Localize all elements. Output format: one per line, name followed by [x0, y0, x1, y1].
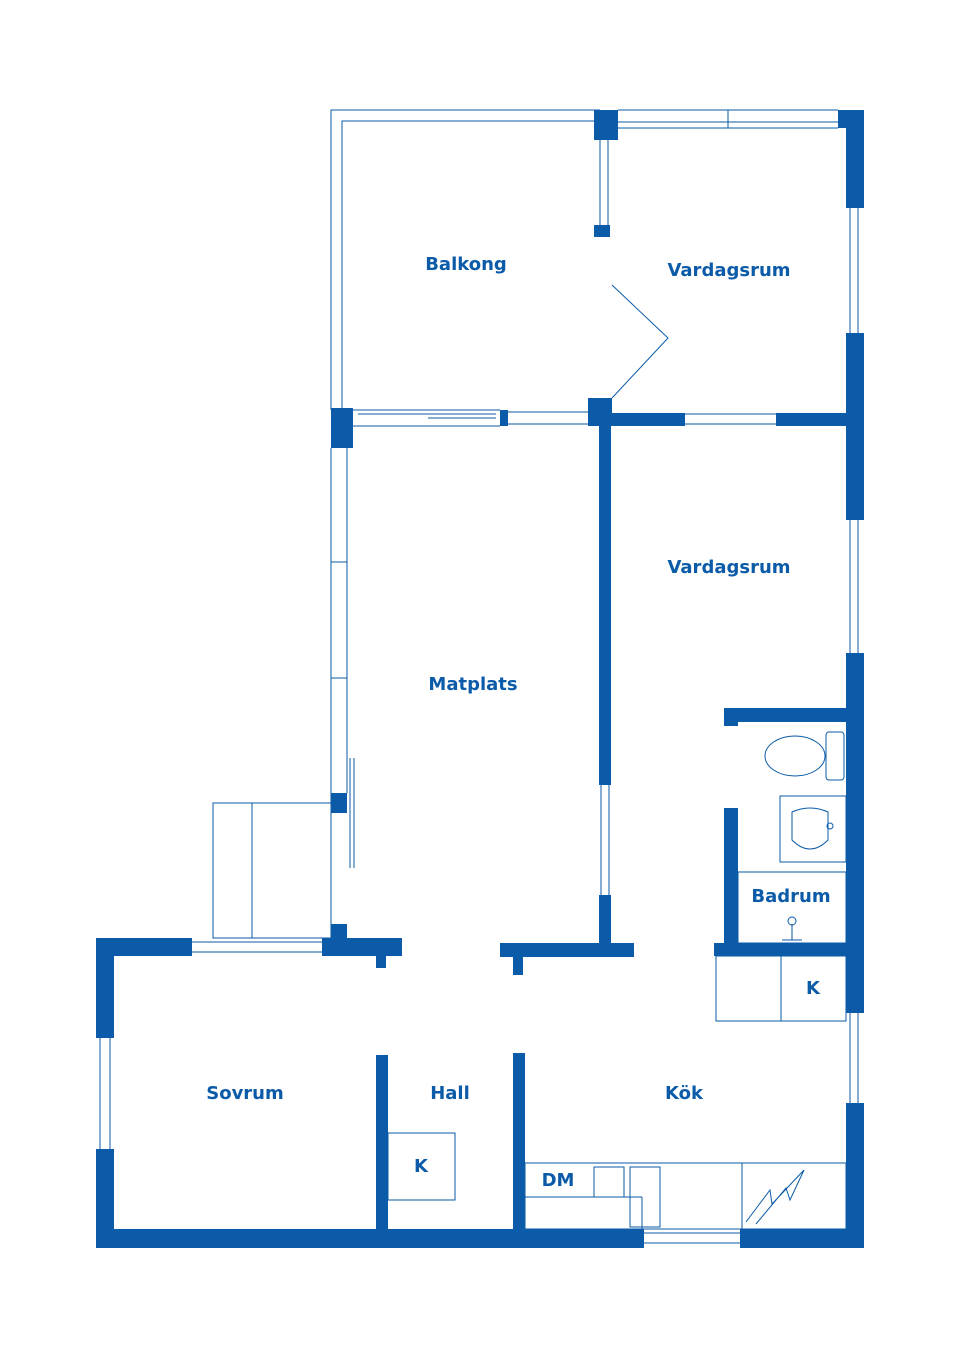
- toilet-icon: [764, 731, 845, 781]
- windows: [99, 109, 859, 1244]
- room-label-vardagsrum-upper: Vardagsrum: [667, 260, 790, 281]
- closet-label-kitchen: K: [806, 978, 821, 999]
- kitchen-counter: [524, 1162, 847, 1230]
- bathroom-lower-box: [737, 871, 847, 944]
- closet-label-hall: K: [414, 1156, 429, 1177]
- kitchen-closet: [715, 955, 847, 1022]
- room-label-hall: Hall: [430, 1083, 470, 1104]
- hall-closet: [387, 1132, 456, 1201]
- room-label-sovrum: Sovrum: [206, 1083, 284, 1104]
- room-label-matplats: Matplats: [428, 674, 517, 695]
- stove-icon: [745, 1169, 805, 1225]
- room-label-balkong: Balkong: [425, 254, 507, 275]
- room-label-kok: Kök: [665, 1083, 704, 1104]
- shower-icon: [782, 916, 802, 941]
- walls: [96, 110, 864, 1248]
- balcony-railing: [330, 109, 600, 410]
- dishwasher-label: DM: [542, 1170, 575, 1191]
- room-label-badrum: Badrum: [751, 886, 830, 907]
- sink-icon: [779, 795, 847, 863]
- balcony-door-swing: [611, 284, 669, 399]
- room-label-vardagsrum-lower: Vardagsrum: [667, 557, 790, 578]
- entrance-steps: [212, 802, 332, 939]
